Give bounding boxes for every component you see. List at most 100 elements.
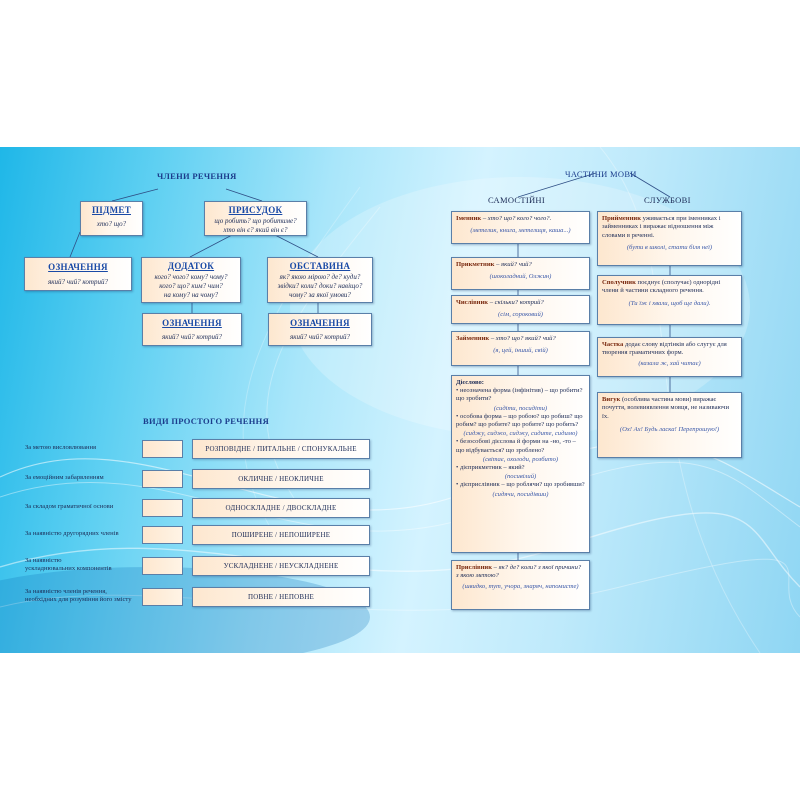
kind-label-5: За наявністю ускладнювальних компонентів bbox=[25, 557, 112, 573]
chastka-name: Частка bbox=[602, 341, 624, 348]
prykmetnyk-example: (шоколадний, Олжин) bbox=[489, 273, 552, 281]
chastka-example: (казала ж, хай читає) bbox=[638, 359, 701, 367]
oznachennia-box-1: ОЗНАЧЕННЯ який? чий? котрий? bbox=[24, 257, 132, 291]
vyhuk-text: (особлива частина мови) виражає почуття,… bbox=[602, 396, 730, 420]
dodatok-q1: кого? чого? кому? чому? bbox=[154, 273, 228, 281]
diieslovo-form-1: • неозначена форма (інфінітив) – що роби… bbox=[456, 387, 583, 403]
obstavyna-box: ОБСТАВИНА як? якою мірою? де? куди? звід… bbox=[267, 257, 373, 303]
oznachennia-q-3: який? чий? котрий? bbox=[290, 333, 350, 341]
pryimennyk-text: уживається при іменниках і займенниках і… bbox=[602, 215, 721, 239]
diieslovo-form-5: • дієприслівник – що роблячи? що зробивш… bbox=[456, 481, 585, 489]
chastka-text: додає слову відтінків або слугує для тво… bbox=[602, 341, 727, 357]
kinds-title: ВИДИ ПРОСТОГО РЕЧЕННЯ bbox=[143, 416, 270, 426]
zaimennyk-name: Займенник bbox=[456, 335, 490, 342]
pryimennyk-name: Прийменник bbox=[602, 215, 642, 222]
zaimennyk-q: – хто? що? який? чий? bbox=[489, 335, 556, 342]
spoluchnyk-text: поєднує (сполучає) однорідні члени й час… bbox=[602, 279, 721, 295]
dodatok-box: ДОДАТОК кого? чого? кому? чому? кого? що… bbox=[141, 257, 241, 303]
prykmetnyk-q: – який? чий? bbox=[494, 261, 532, 268]
oznachennia-title-2: ОЗНАЧЕННЯ bbox=[162, 318, 222, 328]
imennyk-q: – хто? що? кого? чого?. bbox=[481, 215, 552, 222]
obstavyna-title: ОБСТАВИНА bbox=[289, 261, 351, 271]
obstavyna-q2: звідки? коли? доки? навіщо? bbox=[277, 282, 363, 290]
members-title: ЧЛЕНИ РЕЧЕННЯ bbox=[157, 171, 237, 181]
dodatok-q3: на кому? на чому? bbox=[163, 291, 219, 299]
pryslivnyk-example: (швидко, тут, учора, знаряч, напомисте) bbox=[462, 582, 579, 590]
kind-label-5b: ускладнювальних компонентів bbox=[25, 565, 112, 572]
diieslovo-form-5-example: (сидячи, посидівши) bbox=[492, 490, 549, 498]
kind-label-2: За емоційним забарвленням bbox=[25, 474, 104, 481]
oznachennia-box-3: ОЗНАЧЕННЯ який? чий? котрий? bbox=[268, 313, 372, 346]
kind-label-6a: За наявністю членів речення, bbox=[25, 588, 107, 595]
prykmetnyk-box: Прикметник – який? чий? (шоколадний, Олж… bbox=[451, 257, 590, 290]
pryslivnyk-name: Прислівник bbox=[456, 564, 493, 571]
prykmetnyk-name: Прикметник bbox=[456, 261, 495, 268]
prysudok-box: ПРИСУДОК що робить? що робитиме? хто він… bbox=[204, 201, 307, 236]
imennyk-box: Іменник – хто? що? кого? чого?. (метелик… bbox=[451, 211, 590, 244]
spoluchnyk-box: Сполучник поєднує (сполучає) однорідні ч… bbox=[597, 275, 742, 325]
independent-heading: САМОСТІЙНІ bbox=[488, 195, 545, 205]
diieslovo-box: Дієслово: • неозначена форма (інфінітив)… bbox=[451, 375, 590, 553]
dodatok-title: ДОДАТОК bbox=[167, 261, 215, 271]
kind-value-1: РОЗПОВІДНЕ / ПИТАЛЬНЕ / СПОНУКАЛЬНЕ bbox=[192, 439, 370, 459]
oznachennia-box-2: ОЗНАЧЕННЯ який? чий? котрий? bbox=[142, 313, 242, 346]
diieslovo-form-2-example: (сиджу, сиджо, сиджу, сидите, сидимо) bbox=[463, 430, 578, 438]
chastka-box: Частка додає слову відтінків або слугує … bbox=[597, 337, 742, 377]
prysudok-q2: хто він є? який він є? bbox=[223, 226, 288, 234]
poster: ЧЛЕНИ РЕЧЕННЯ ПІДМЕТ хто? що? ПРИСУДОК щ… bbox=[0, 147, 800, 653]
kind-value-2: ОКЛИЧНЕ / НЕОКЛИЧНЕ bbox=[192, 469, 370, 489]
chyslivnyk-example: (сім, сороковий) bbox=[498, 311, 543, 319]
kind-label-6b: необхідних для розуміння його змісту bbox=[25, 596, 132, 603]
zaimennyk-example: (я, цей, інший, свій) bbox=[493, 347, 548, 355]
pidmet-title: ПІДМЕТ bbox=[92, 205, 131, 215]
diieslovo-form-2: • особова форма – що робою? що робиш? що… bbox=[456, 412, 583, 429]
pryslivnyk-q: – як? де? коли? з якої причини? з якою м… bbox=[456, 564, 582, 580]
spoluchnyk-example: (Ти їж і хвали, щоб ще дали). bbox=[628, 299, 711, 307]
vyhuk-example: (Ох! Ах! Будь ласка! Перепрошую!) bbox=[619, 426, 720, 434]
kind-arrow-1 bbox=[142, 440, 183, 458]
zaimennyk-box: Займенник – хто? що? який? чий? (я, цей,… bbox=[451, 331, 590, 366]
kind-label-1: За метою висловлювання bbox=[25, 444, 97, 451]
oznachennia-q-1: який? чий? котрий? bbox=[48, 278, 108, 286]
prysudok-q1: що робить? що робитиме? bbox=[214, 217, 297, 225]
imennyk-example: (метелик, книга, метелиця, каша...) bbox=[470, 227, 571, 235]
chyslivnyk-box: Числівник – скільки? котрий? (сім, сорок… bbox=[451, 295, 590, 324]
pryslivnyk-box: Прислівник – як? де? коли? з якої причин… bbox=[451, 560, 590, 610]
dodatok-q2: кого? що? ким? чим? bbox=[159, 282, 223, 290]
kind-value-4: ПОШИРЕНЕ / НЕПОШИРЕНЕ bbox=[192, 525, 370, 545]
auxiliary-heading: СЛУЖБОВІ bbox=[644, 195, 691, 205]
pidmet-box: ПІДМЕТ хто? що? bbox=[80, 201, 143, 236]
diieslovo-form-4: • дієприкметник – який? bbox=[456, 464, 525, 472]
kind-arrow-3 bbox=[142, 499, 183, 517]
kind-value-5: УСКЛАДНЕНЕ / НЕУСКЛАДНЕНЕ bbox=[192, 556, 370, 576]
oznachennia-title-3: ОЗНАЧЕННЯ bbox=[290, 318, 350, 328]
vyhuk-box: Вигук (особлива частина мови) виражає по… bbox=[597, 392, 742, 458]
kind-arrow-5 bbox=[142, 557, 183, 575]
kind-label-3: За складом граматичної основи bbox=[25, 503, 114, 510]
diieslovo-form-1-example: (сидіти, посидіти) bbox=[493, 404, 548, 412]
kind-label-5a: За наявністю bbox=[25, 557, 62, 564]
kind-value-3: ОДНОСКЛАДНЕ / ДВОСКЛАДНЕ bbox=[192, 498, 370, 518]
diieslovo-form-3: • безособові дієслова й форми на -но, -т… bbox=[456, 438, 576, 454]
diieslovo-form-4-example: (посивілий) bbox=[504, 473, 537, 481]
kind-label-4: За наявністю другорядних членів bbox=[25, 530, 119, 537]
diieslovo-title: Дієслово: bbox=[456, 379, 484, 386]
kind-label-6: За наявністю членів речення, необхідних … bbox=[25, 588, 132, 604]
imennyk-name: Іменник bbox=[456, 215, 482, 222]
diieslovo-form-3-example: (світає, охолоди, розбито) bbox=[482, 455, 559, 463]
obstavyna-q3: чому? за якої умови? bbox=[289, 291, 351, 299]
kind-arrow-4 bbox=[142, 526, 183, 544]
vyhuk-name: Вигук bbox=[602, 396, 621, 403]
parts-title: ЧАСТИНИ МОВИ bbox=[565, 169, 637, 179]
kind-arrow-2 bbox=[142, 470, 183, 488]
kind-arrow-6 bbox=[142, 588, 183, 606]
kind-value-6: ПОВНЕ / НЕПОВНЕ bbox=[192, 587, 370, 607]
spoluchnyk-name: Сполучник bbox=[602, 279, 636, 286]
prysudok-title: ПРИСУДОК bbox=[228, 205, 283, 215]
chyslivnyk-q: – скільки? котрий? bbox=[488, 299, 544, 306]
pryimennyk-box: Прийменник уживається при іменниках і за… bbox=[597, 211, 742, 266]
chyslivnyk-name: Числівник bbox=[456, 299, 489, 306]
oznachennia-title-1: ОЗНАЧЕННЯ bbox=[48, 262, 108, 272]
pidmet-questions: хто? що? bbox=[96, 220, 127, 228]
pryimennyk-example: (бути в школі, стати біля неї) bbox=[626, 244, 713, 252]
